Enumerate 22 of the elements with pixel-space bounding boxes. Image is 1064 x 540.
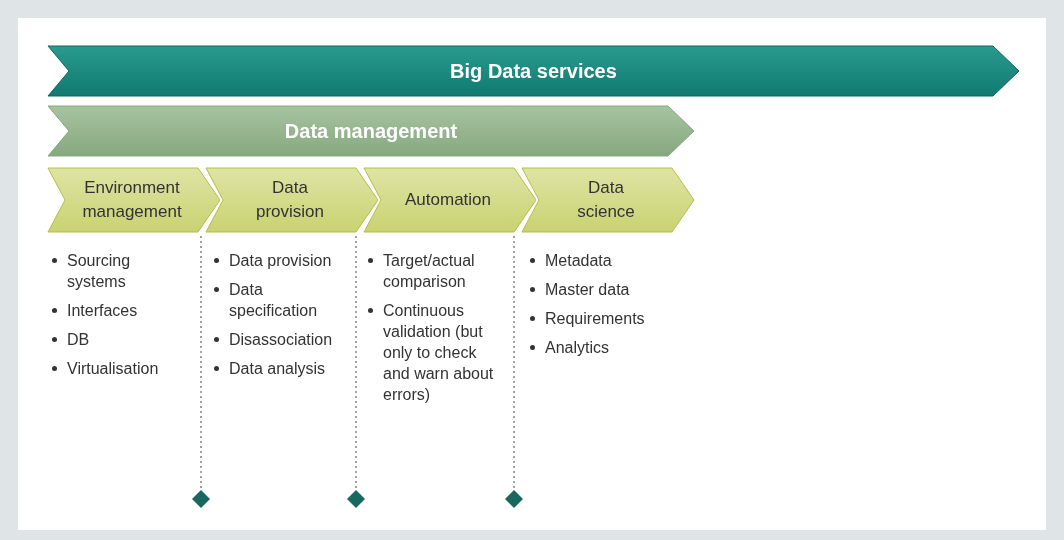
phase-label: Environment management: [81, 177, 183, 223]
phase-label: Data provision: [254, 177, 325, 223]
bullet-text: Disassociation: [229, 330, 333, 350]
banner-title: Data management: [283, 119, 459, 144]
bullet-text: Target/actual comparison: [383, 251, 476, 292]
bullet-text: Requirements: [545, 309, 645, 329]
bullet-text: Virtualisation: [67, 359, 159, 379]
bullet-text: Analytics: [545, 338, 610, 358]
bullet-text: Continuous validation (but only to check and warn about errors): [383, 301, 495, 405]
bullet-text: Data provision: [229, 251, 332, 271]
phase-label: Automation: [404, 189, 492, 211]
phase-label: Data science: [576, 177, 636, 223]
banner-title: Big Data services: [449, 59, 618, 84]
bullet-text: Sourcing systems: [67, 251, 132, 292]
bullet-text: Interfaces: [67, 301, 138, 321]
banner-shape: [47, 105, 695, 157]
bullet-text: Master data: [545, 280, 630, 300]
bullet-text: DB: [67, 330, 90, 350]
bullet-text: Data analysis: [229, 359, 326, 379]
banner-shape: [47, 45, 1020, 97]
bullet-text: Metadata: [545, 251, 612, 271]
bullet-text: Data specification: [229, 280, 319, 321]
